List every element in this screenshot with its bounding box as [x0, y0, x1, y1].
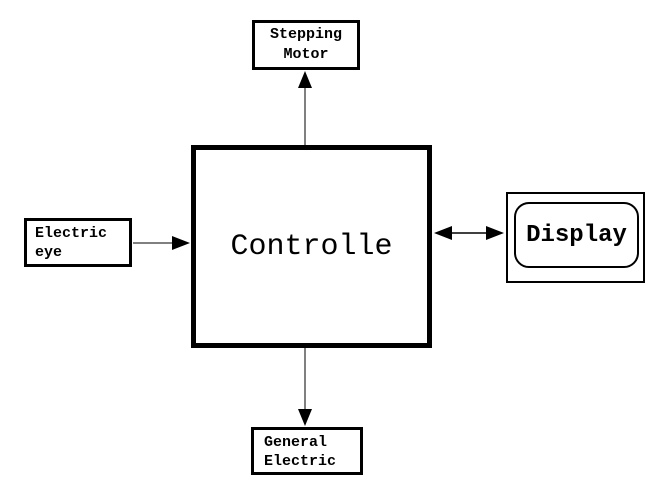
stepping-motor-label-line2: Motor	[283, 46, 329, 63]
arrowhead-right-icon	[486, 226, 504, 240]
arrow-controller-to-general-electric	[298, 348, 312, 426]
electric-eye-label-line2: eye	[35, 244, 63, 261]
arrowhead-down-icon	[298, 409, 312, 426]
node-electric-eye: Electric eye	[24, 218, 132, 267]
electric-eye-label-line1: Electric	[35, 225, 108, 242]
arrow-controller-to-stepping-motor	[298, 71, 312, 145]
node-controller: Controlle	[191, 145, 432, 348]
display-screen: Display	[514, 202, 639, 268]
stepping-motor-label-line1: Stepping	[269, 26, 342, 43]
arrowhead-left-icon	[434, 226, 452, 240]
arrowhead-right-icon	[172, 236, 190, 250]
display-label: Display	[526, 221, 627, 249]
arrow-electric-eye-to-controller	[133, 236, 190, 250]
node-stepping-motor: Stepping Motor	[252, 20, 360, 70]
general-electric-label-line2: Electric	[264, 453, 337, 470]
arrow-controller-display-bidirectional	[434, 226, 504, 240]
controller-label: Controlle	[230, 229, 393, 264]
arrowhead-up-icon	[298, 71, 312, 88]
node-general-electric: General Electric	[251, 427, 363, 475]
general-electric-label-line1: General	[264, 434, 328, 451]
